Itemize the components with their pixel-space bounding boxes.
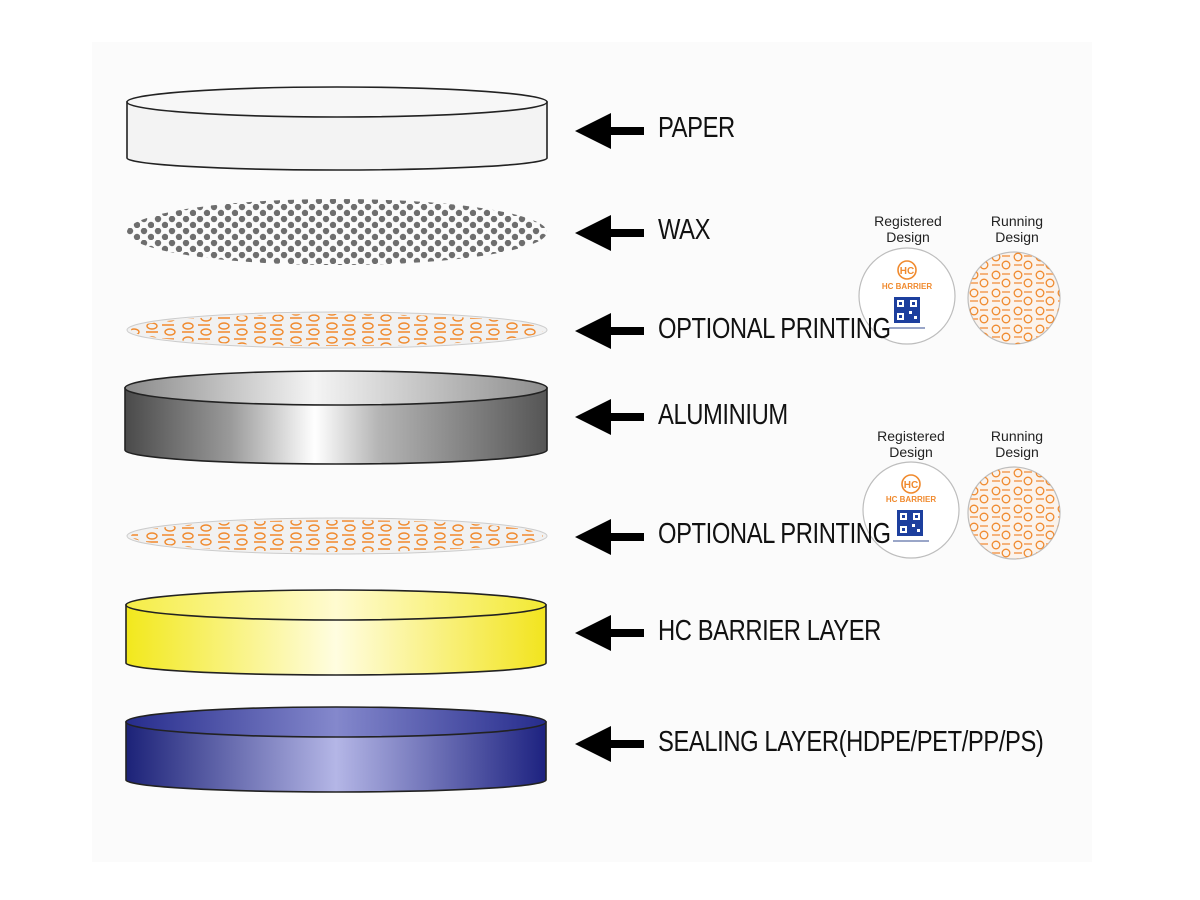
caption-running-design-2: Running Design (962, 428, 1072, 460)
layer-label-paper: PAPER (658, 112, 735, 144)
caption-line: Design (995, 229, 1039, 245)
left-arrow-icon (575, 519, 644, 555)
left-arrow-icon (575, 615, 644, 651)
registered-design-sample-1: HC HC BARRIER (858, 247, 956, 345)
layer-label-sealing: SEALING LAYER(HDPE/PET/PP/PS) (658, 726, 1044, 758)
left-arrow-icon (575, 399, 644, 435)
caption-line: Registered (874, 213, 942, 229)
caption-line: Running (990, 213, 1044, 229)
left-arrow-icon (575, 313, 644, 349)
qr-code-icon (897, 510, 923, 536)
layer-label-barrier: HC BARRIER LAYER (658, 615, 881, 647)
paper-disk (126, 86, 548, 171)
left-arrow-icon (575, 113, 644, 149)
sealing-disk (125, 706, 547, 793)
hc-barrier-logo-icon: HC HC BARRIER (886, 474, 936, 504)
registered-design-sample-2: HC HC BARRIER (862, 461, 960, 559)
layer-label-optional-printing-1: OPTIONAL PRINTING (658, 313, 891, 345)
optional-printing-disk-1 (126, 311, 548, 349)
left-arrow-icon (575, 215, 644, 251)
layer-label-wax: WAX (658, 214, 711, 246)
aluminium-disk (124, 370, 548, 465)
running-design-sample-1 (967, 251, 1061, 345)
layer-label-aluminium: ALUMINIUM (658, 399, 788, 431)
logo-text: HC BARRIER (882, 282, 932, 291)
hc-barrier-logo-icon: HC HC BARRIER (882, 260, 932, 291)
left-arrow-icon (575, 726, 644, 762)
caption-running-design-1: Running Design (962, 213, 1072, 245)
caption-registered-design-1: Registered Design (853, 213, 963, 245)
qr-code-icon (894, 297, 920, 323)
caption-line: Design (886, 229, 930, 245)
caption-registered-design-2: Registered Design (856, 428, 966, 460)
optional-printing-disk-2 (126, 517, 548, 555)
layer-label-optional-printing-2: OPTIONAL PRINTING (658, 518, 891, 550)
wax-disk (127, 199, 547, 265)
caption-line: Registered (877, 428, 945, 444)
caption-line: Running (990, 428, 1044, 444)
logo-mark-text: HC (904, 480, 918, 491)
caption-line: Design (995, 444, 1039, 460)
logo-mark-text: HC (900, 266, 914, 277)
barrier-disk (125, 589, 547, 676)
caption-line: Design (889, 444, 933, 460)
logo-text: HC BARRIER (886, 495, 936, 504)
running-design-sample-2 (967, 466, 1061, 560)
